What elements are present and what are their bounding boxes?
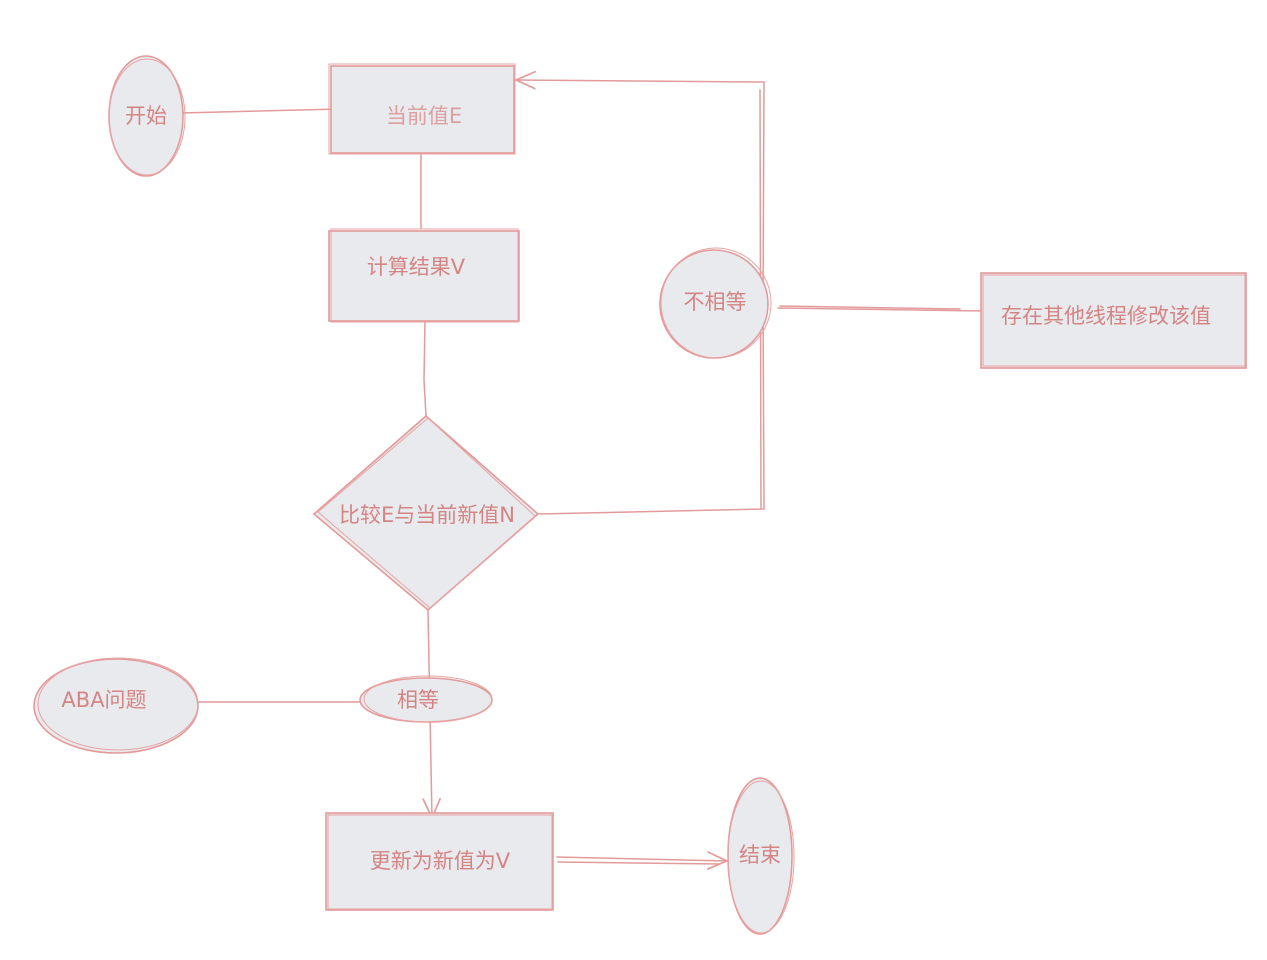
node-other-thread[interactable]: 存在其他线程修改该值 [980,272,1247,369]
node-compute-label: 计算结果V [367,255,466,279]
node-equal[interactable]: 相等 [359,675,493,723]
node-current-value-label: 当前值E [386,104,462,128]
node-equal-label: 相等 [397,688,439,712]
node-other-thread-label: 存在其他线程修改该值 [1001,304,1211,328]
node-start-label: 开始 [125,104,167,128]
node-end[interactable]: 结束 [727,777,795,935]
node-not-equal-label: 不相等 [684,290,747,314]
node-compare[interactable]: 比较E与当前新值N [312,414,540,612]
edge-update-to-end [556,857,727,861]
node-aba[interactable]: ABA问题 [33,657,199,754]
edge-compute-to-compare [423,320,427,417]
edges [179,80,986,865]
edge-notequal-to-otherthread [777,307,986,312]
edge-update-to-end-sketch [557,861,721,865]
edge-notequal-to-otherthread-sketch [779,305,961,310]
node-not-equal[interactable]: 不相等 [659,247,772,359]
node-end-label: 结束 [739,843,781,867]
node-compute[interactable]: 计算结果V [328,228,520,323]
node-current-value[interactable]: 当前值E [328,63,516,155]
node-aba-label: ABA问题 [61,688,146,712]
edge-compare-loop-back [516,80,765,515]
node-compare-label: 比较E与当前新值N [339,503,515,527]
edge-start-to-current [179,108,341,114]
node-start[interactable]: 开始 [108,55,186,177]
node-update-label: 更新为新值为V [370,849,511,873]
node-update[interactable]: 更新为新值为V [325,812,554,911]
